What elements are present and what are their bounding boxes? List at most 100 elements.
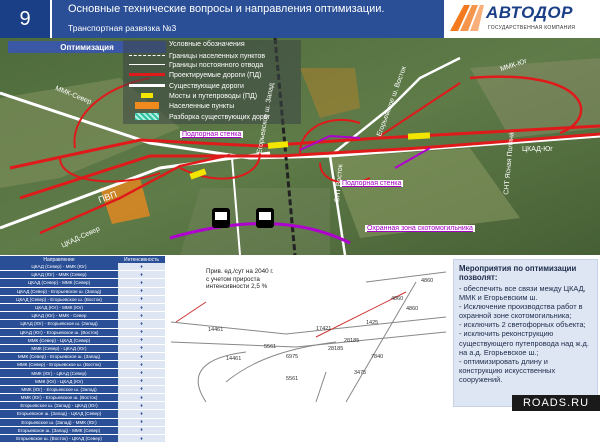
avtodor-logo: АВТОДОР ГОСУДАРСТВЕННАЯ КОМПАНИЯ — [444, 0, 600, 38]
table-cell-direction: ММК (Север) - Егорьевское ш. (Восток) — [0, 361, 118, 369]
flow-value: 17421 — [316, 326, 331, 332]
legend-item: Границы населенных пунктов — [129, 51, 265, 61]
flow-value: 5561 — [286, 376, 298, 382]
flow-value: 6975 — [286, 354, 298, 360]
table-cell-direction: ЦКАД (Юг) - ММК (Север) — [0, 271, 118, 279]
table-cell-intensity: ♦ — [118, 353, 165, 361]
table-cell-direction: ЦКАД (Юг) - Егорьевское ш. (Восток) — [0, 328, 118, 336]
table-cell-direction: Егорьевское ш. (Запад) - ММК (Юг) — [0, 418, 118, 426]
table-cell-direction: ММК (Север) - ЦКАД (Север) — [0, 336, 118, 344]
legend-item: Проектируемые дороги (ПД) — [129, 70, 261, 80]
table-row: ЦКАД (Север) - Егорьевское ш. (Восток)♦ — [0, 295, 165, 304]
table-row: ЦКАД (Юг) - Егорьевское ш. (Восток)♦ — [0, 328, 165, 337]
legend-item: Существующие дороги — [129, 81, 244, 91]
table-cell-intensity: ♦ — [118, 320, 165, 328]
traffic-table: Направление Интенсивность ЦКАД (Север) -… — [0, 256, 165, 443]
table-cell-direction: Егорьевское ш. (Запад) - ЦКАД (Север) — [0, 410, 118, 418]
table-cell-intensity: ♦ — [118, 279, 165, 287]
table-cell-direction: ЦКАД (Север) - ММК (Север) — [0, 279, 118, 287]
table-cell-direction: ЦКАД (Юг) - Егорьевское ш. (Запад) — [0, 320, 118, 328]
table-cell-direction: Егорьевское ш. (Запад) - ЦКАД (Юг) — [0, 402, 118, 410]
flow-value: 14461 — [208, 327, 223, 333]
slide-title: Основные технические вопросы и направлен… — [68, 3, 385, 15]
table-cell-direction: ЦКАД (Юг) - ММК (Юг) — [0, 303, 118, 312]
table-row: ЦКАД (Юг) - ММК - Север♦ — [0, 312, 165, 321]
road-logo-icon — [450, 5, 484, 31]
table-cell-intensity: ♦ — [118, 295, 165, 303]
table-cell-intensity: ♦ — [118, 410, 165, 418]
table-cell-intensity: ♦ — [118, 336, 165, 344]
table-row: ММК (Юг) - Егорьевское ш. (Запад)♦ — [0, 385, 165, 394]
measures-title: Мероприятия по оптимизации позволят: — [459, 264, 577, 282]
table-row: ЦКАД (Север) - Егорьевское ш. (Запад)♦ — [0, 287, 165, 296]
measure-item: - исключить реконструкцию существующего … — [459, 329, 589, 357]
logo-name: АВТОДОР — [486, 3, 573, 22]
measure-item: - обеспечить все связи между ЦКАД, ММК и… — [459, 284, 586, 303]
legend-item: Населенные пункты — [129, 101, 234, 111]
table-cell-intensity: ♦ — [118, 377, 165, 385]
table-row: Егорьевское ш. (Запад) - ЦКАД (Север)♦ — [0, 410, 165, 419]
slide-header: 9 Основные технические вопросы и направл… — [0, 0, 600, 38]
table-row: Егорьевское ш. (Запад) - ММК (Юг)♦ — [0, 418, 165, 427]
table-cell-direction: ЦКАД (Север) - Егорьевское ш. (Восток) — [0, 295, 118, 303]
table-cell-direction: ЦКАД (Север) - ММК (Юг) — [0, 263, 118, 271]
optimization-measures: Мероприятия по оптимизации позволят: - о… — [453, 259, 598, 407]
table-row: Егорьевское ш. (Запад) - ММК (Север)♦ — [0, 426, 165, 435]
flow-value: 5561 — [264, 344, 276, 350]
table-row: ММК (Юг) - ЦКАД (Север)♦ — [0, 369, 165, 378]
flow-value: 4860 — [406, 306, 418, 312]
flow-value: 4860 — [391, 296, 403, 302]
table-cell-direction: ММК (Север) - Егорьевское ш. (Запад) — [0, 353, 118, 361]
table-row: ММК (Север) - Егорьевское ш. (Запад)♦ — [0, 353, 165, 362]
table-cell-intensity: ♦ — [118, 361, 165, 369]
table-cell-direction: Егорьевское ш. (Запад) - ММК (Север) — [0, 426, 118, 434]
flow-value: 28185 — [344, 338, 359, 344]
table-cell-intensity: ♦ — [118, 303, 165, 312]
table-row: ММК (Север) - ЦКАД (Север)♦ — [0, 336, 165, 345]
traffic-flow-diagram: 14461 14461 4860 4860 17421 5561 6975 28… — [170, 271, 447, 403]
table-row: ЦКАД (Север) - ММК (Север)♦ — [0, 279, 165, 288]
table-cell-intensity: ♦ — [118, 312, 165, 320]
slide-number: 9 — [0, 0, 52, 38]
table-row: ЦКАД (Юг) - ММК (Север)♦ — [0, 271, 165, 280]
table-cell-direction: ММК (Юг) - ЦКАД (Юг) — [0, 377, 118, 385]
table-cell-direction: ЦКАД (Север) - Егорьевское ш. (Запад) — [0, 287, 118, 295]
logo-tagline: ГОСУДАРСТВЕННАЯ КОМПАНИЯ — [488, 25, 576, 31]
table-cell-direction: ММК (Юг) - ЦКАД (Север) — [0, 369, 118, 377]
table-cell-intensity: ♦ — [118, 263, 165, 271]
table-header-direction: Направление — [43, 256, 75, 263]
legend-item: Разборка существующих дорог — [129, 112, 270, 122]
table-row: ММК (Юг) - Егорьевское ш. (Восток)♦ — [0, 394, 165, 403]
table-cell-intensity: ♦ — [118, 271, 165, 279]
table-cell-intensity: ♦ — [118, 402, 165, 410]
table-header: Направление Интенсивность — [0, 256, 165, 263]
flow-value: 1425 — [366, 320, 378, 326]
table-row: ЦКАД (Юг) - ММК (Юг)♦ — [0, 303, 165, 313]
flow-value: 7840 — [371, 354, 383, 360]
table-cell-direction: ММК (Юг) - Егорьевское ш. (Восток) — [0, 394, 118, 402]
table-row: ММК (Север) - ЦКАД (Юг)♦ — [0, 344, 165, 354]
table-cell-intensity: ♦ — [118, 344, 165, 353]
flow-value: 4860 — [421, 278, 433, 284]
table-cell-intensity: ♦ — [118, 418, 165, 426]
flow-value: 28185 — [328, 346, 343, 352]
slide-subtitle: Транспортная развязка №3 — [68, 23, 177, 33]
table-row: ММК (Юг) - ЦКАД (Юг)♦ — [0, 377, 165, 386]
table-cell-intensity: ♦ — [118, 426, 165, 434]
measure-item: - исключить 2 светофорных объекта; — [459, 320, 586, 330]
table-cell-direction: ММК (Юг) - Егорьевское ш. (Запад) — [0, 385, 118, 393]
measure-item: - Исключение производства работ в охранн… — [459, 302, 583, 321]
flow-value: 3475 — [354, 370, 366, 376]
table-row: Егорьевское ш. (Восток) - ЦКАД (Север)♦ — [0, 434, 165, 443]
table-cell-direction: Егорьевское ш. (Восток) - ЦКАД (Север) — [0, 434, 118, 443]
table-row: ЦКАД (Север) - ММК (Юг)♦ — [0, 263, 165, 272]
label-retaining-wall-2: Подпорная стенка — [340, 180, 404, 187]
label-ckad-south: ЦКАД-Юг — [522, 146, 553, 153]
intensity-note: Прив. ед./сут на 2040 г. с учетом прирос… — [206, 268, 274, 290]
legend-item: Мосты и путепроводы (ПД) — [129, 91, 257, 101]
legend-item: Границы постоянного отвода — [129, 60, 263, 70]
table-row: Егорьевское ш. (Запад) - ЦКАД (Юг)♦ — [0, 402, 165, 411]
table-row: ЦКАД (Юг) - Егорьевское ш. (Запад)♦ — [0, 320, 165, 329]
table-cell-direction: ММК (Север) - ЦКАД (Юг) — [0, 344, 118, 353]
table-cell-intensity: ♦ — [118, 434, 165, 443]
